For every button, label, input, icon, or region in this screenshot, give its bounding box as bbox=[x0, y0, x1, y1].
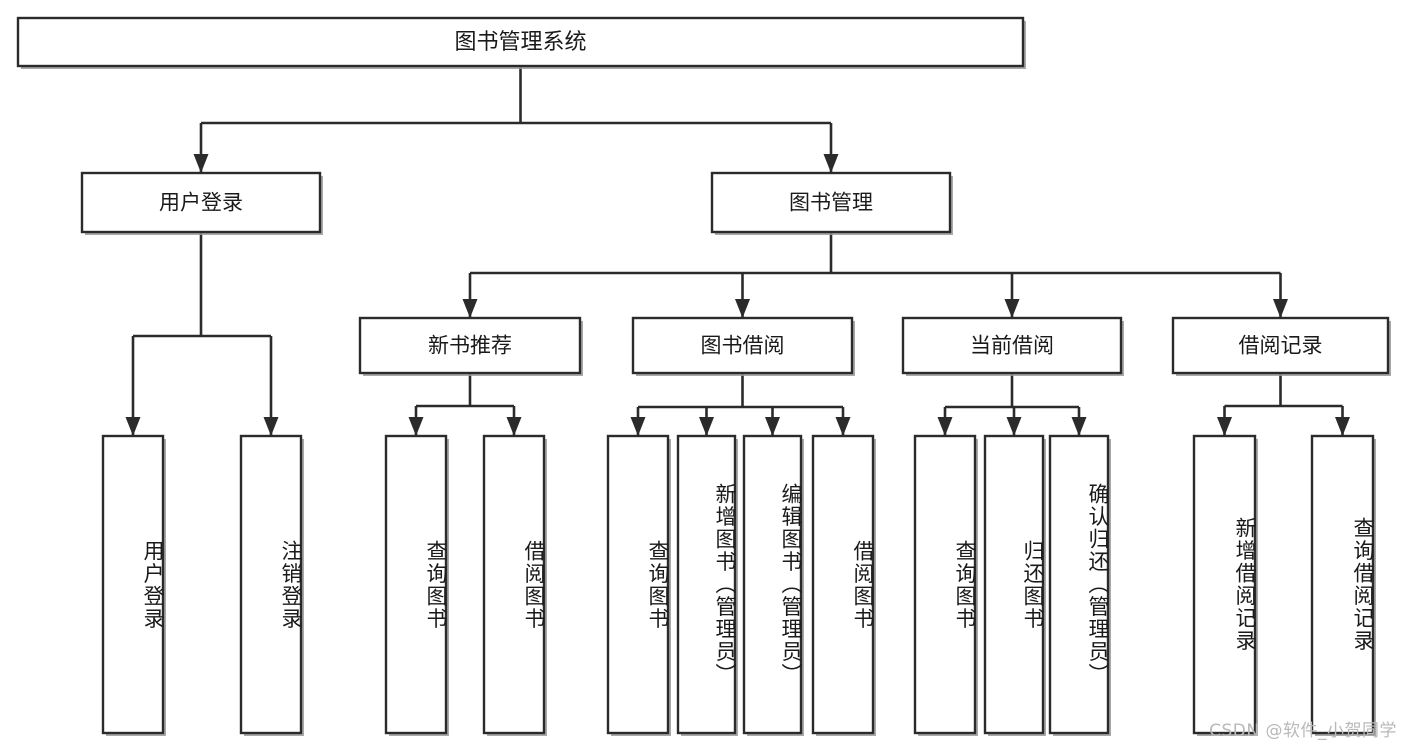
node-leaf-user-logout-box[interactable] bbox=[239, 434, 303, 735]
node-new-book-rec-label: 新书推荐 bbox=[428, 334, 512, 358]
arrow-head-icon bbox=[630, 417, 646, 436]
node-root-box[interactable] bbox=[16, 16, 1025, 68]
node-current-borrow-label: 当前借阅 bbox=[970, 334, 1054, 358]
node-book-manage-box[interactable] bbox=[710, 171, 952, 234]
node-user-login-label: 用户登录 bbox=[159, 191, 243, 215]
edge-group-root bbox=[193, 66, 839, 173]
arrow-head-icon bbox=[1004, 299, 1020, 318]
arrow-head-icon bbox=[699, 417, 714, 436]
edge-group-current-borrow bbox=[937, 373, 1087, 436]
node-user-login-box[interactable] bbox=[80, 171, 322, 234]
arrow-head-icon bbox=[735, 299, 750, 318]
edge-group-borrow-record bbox=[1217, 373, 1350, 436]
node-leaf-cb-confirm-box[interactable] bbox=[1048, 434, 1110, 735]
edge-group-new-book-rec bbox=[408, 373, 522, 436]
node-book-manage-label: 图书管理 bbox=[789, 191, 873, 215]
node-leaf-br-add-box[interactable] bbox=[1192, 434, 1257, 735]
arrow-head-icon bbox=[765, 417, 780, 436]
node-box-layer bbox=[16, 16, 1391, 736]
node-book-borrow-label: 图书借阅 bbox=[701, 334, 785, 358]
edge-group-book-borrow bbox=[630, 373, 851, 436]
node-leaf-bb-query-box[interactable] bbox=[606, 434, 670, 735]
node-borrow-record-label: 借阅记录 bbox=[1239, 334, 1323, 358]
node-root-label: 图书管理系统 bbox=[454, 30, 586, 55]
arrow-head-icon bbox=[1071, 417, 1087, 436]
node-leaf-cb-query-box[interactable] bbox=[913, 434, 977, 735]
arrow-head-icon bbox=[1217, 417, 1232, 436]
node-leaf-rec-borrow-box[interactable] bbox=[482, 434, 546, 735]
arrow-head-icon bbox=[263, 417, 279, 436]
node-current-borrow-box[interactable] bbox=[901, 316, 1123, 375]
node-borrow-record-box[interactable] bbox=[1171, 316, 1390, 375]
arrow-head-icon bbox=[193, 154, 209, 173]
arrow-head-icon bbox=[125, 417, 141, 436]
node-leaf-cb-return-box[interactable] bbox=[983, 434, 1045, 735]
node-book-borrow-box[interactable] bbox=[631, 316, 854, 375]
arrow-head-icon bbox=[408, 417, 424, 436]
node-leaf-bb-edit-box[interactable] bbox=[742, 434, 803, 735]
edge-group-user-login bbox=[125, 232, 279, 436]
watermark-text: CSDN @软件_小贺同学 bbox=[1209, 721, 1397, 741]
edge-group-book-manage bbox=[462, 232, 1288, 318]
arrow-head-icon bbox=[1335, 417, 1350, 436]
arrow-head-icon bbox=[462, 299, 478, 318]
arrow-head-icon bbox=[823, 154, 839, 173]
node-leaf-user-login-box[interactable] bbox=[101, 434, 165, 735]
node-new-book-rec-box[interactable] bbox=[358, 316, 582, 375]
arrow-head-icon bbox=[835, 417, 851, 436]
arrow-head-icon bbox=[937, 417, 953, 436]
node-leaf-rec-query-box[interactable] bbox=[384, 434, 448, 735]
node-leaf-br-query-box[interactable] bbox=[1310, 434, 1375, 735]
node-leaf-bb-add-box[interactable] bbox=[676, 434, 737, 735]
arrow-head-icon bbox=[1273, 299, 1288, 318]
connector-layer bbox=[125, 66, 1350, 436]
arrow-head-icon bbox=[1006, 417, 1022, 436]
node-leaf-bb-borrow-box[interactable] bbox=[811, 434, 875, 735]
arrow-head-icon bbox=[506, 417, 522, 436]
